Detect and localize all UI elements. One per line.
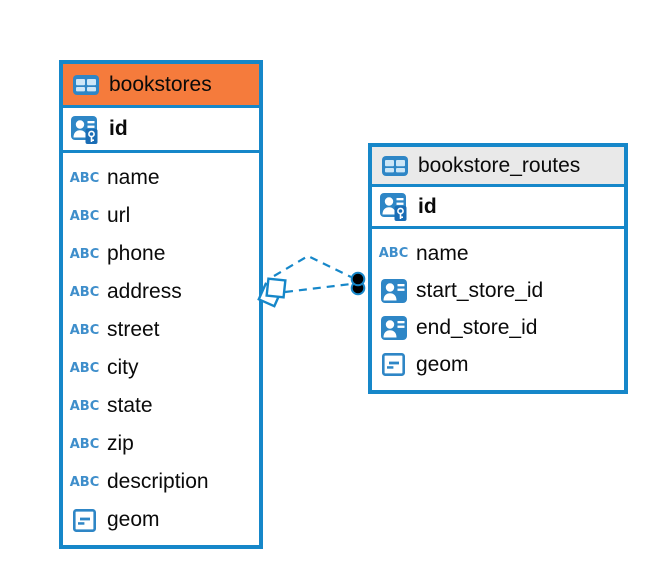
text-type-icon: ABC bbox=[69, 284, 100, 300]
column-name: name bbox=[416, 241, 469, 265]
column-name: description bbox=[107, 470, 209, 493]
relationship-line-2 bbox=[284, 282, 352, 294]
table-title: bookstores bbox=[109, 72, 212, 96]
text-type-icon: ABC bbox=[69, 170, 100, 186]
primary-key-icon bbox=[380, 192, 409, 221]
geometry-type-icon bbox=[70, 508, 99, 532]
text-type-icon: ABC bbox=[69, 436, 100, 452]
text-type-icon: ABC bbox=[69, 474, 100, 490]
table-icon bbox=[71, 74, 100, 95]
text-type-icon: ABC bbox=[69, 322, 100, 338]
column-row-description[interactable]: ABC description bbox=[63, 463, 259, 501]
column-row-address[interactable]: ABC address bbox=[63, 273, 259, 311]
column-name: address bbox=[107, 280, 182, 303]
column-row-end-store-id[interactable]: end_store_id bbox=[372, 309, 624, 346]
foreign-key-ref-icon bbox=[379, 315, 408, 340]
column-name: url bbox=[107, 204, 131, 227]
pk-column-name: id bbox=[418, 194, 437, 218]
text-type-icon: ABC bbox=[69, 360, 100, 376]
table-bookstore-routes[interactable]: bookstore_routes id ABC bbox=[368, 143, 628, 394]
column-name: city bbox=[107, 356, 139, 379]
column-row-zip[interactable]: ABC zip bbox=[63, 425, 259, 463]
column-row-street[interactable]: ABC street bbox=[63, 311, 259, 349]
column-row-geom[interactable]: geom bbox=[63, 501, 259, 539]
table-icon bbox=[380, 155, 409, 176]
relationship-line-1 bbox=[273, 254, 352, 278]
column-name: state bbox=[107, 394, 153, 417]
text-type-icon: ABC bbox=[69, 398, 100, 414]
columns-list: ABC name start_store_id bbox=[372, 229, 624, 383]
column-name: geom bbox=[416, 352, 469, 376]
column-name: start_store_id bbox=[416, 278, 544, 302]
column-row-url[interactable]: ABC url bbox=[63, 197, 259, 235]
table-bookstores-header[interactable]: bookstores bbox=[63, 64, 259, 108]
table-bookstore-routes-header[interactable]: bookstore_routes bbox=[372, 147, 624, 187]
column-name: geom bbox=[107, 508, 160, 531]
text-type-icon: ABC bbox=[69, 246, 100, 262]
geometry-type-icon bbox=[379, 353, 408, 376]
dot-end-marker bbox=[350, 271, 366, 296]
column-name: phone bbox=[107, 242, 166, 265]
table-bookstores[interactable]: bookstores id ABC bbox=[59, 60, 263, 549]
pk-row-routes-id[interactable]: id bbox=[372, 187, 624, 229]
pk-column-name: id bbox=[109, 117, 128, 140]
column-name: zip bbox=[107, 432, 134, 455]
column-name: end_store_id bbox=[416, 315, 538, 339]
column-name: street bbox=[107, 318, 160, 341]
column-row-phone[interactable]: ABC phone bbox=[63, 235, 259, 273]
primary-key-icon bbox=[71, 115, 100, 144]
column-row-state[interactable]: ABC state bbox=[63, 387, 259, 425]
column-row-start-store-id[interactable]: start_store_id bbox=[372, 272, 624, 309]
column-row-name[interactable]: ABC name bbox=[63, 159, 259, 197]
column-row-name[interactable]: ABC name bbox=[372, 235, 624, 272]
text-type-icon: ABC bbox=[69, 208, 100, 224]
pk-row-bookstores-id[interactable]: id bbox=[63, 108, 259, 153]
column-row-city[interactable]: ABC city bbox=[63, 349, 259, 387]
table-title: bookstore_routes bbox=[418, 153, 581, 177]
columns-list: ABC name ABC url ABC phone ABC address A… bbox=[63, 153, 259, 539]
text-type-icon: ABC bbox=[378, 246, 409, 261]
column-row-geom[interactable]: geom bbox=[372, 346, 624, 383]
foreign-key-ref-icon bbox=[379, 278, 408, 303]
column-name: name bbox=[107, 166, 160, 189]
